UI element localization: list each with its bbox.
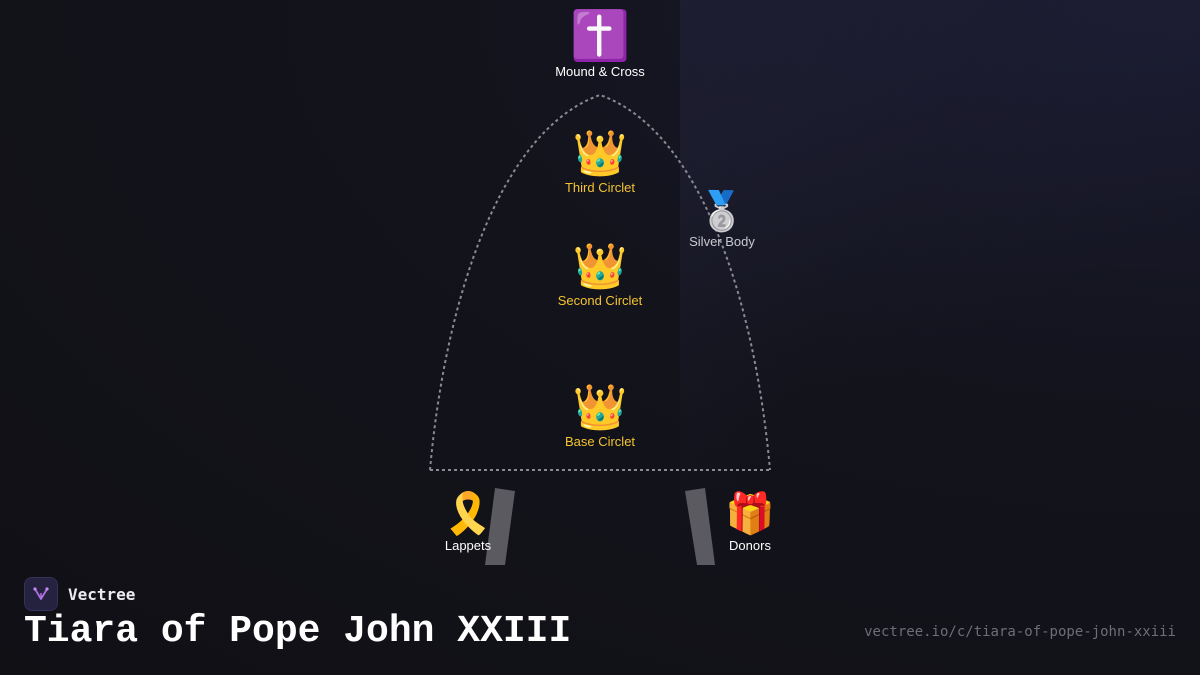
gift-icon: 🎁	[725, 491, 775, 537]
ribbon-icon: 🎗️	[443, 491, 493, 537]
crown-icon: 👑	[572, 382, 628, 433]
node-base-circlet: 👑 Base Circlet	[564, 382, 636, 450]
left-lappet-band	[485, 488, 515, 565]
crown-icon: 👑	[572, 241, 628, 292]
latin-cross-icon: ✝️	[570, 8, 630, 64]
node-mound-cross: ✝️ Mound & Cross	[555, 12, 645, 79]
right-lappet-band	[685, 488, 715, 565]
page-url: vectree.io/c/tiara-of-pope-john-xxiii	[864, 624, 1176, 640]
node-label: Mound & Cross	[555, 64, 645, 79]
node-label: Lappets	[444, 538, 492, 553]
brand-name: Vectree	[68, 584, 136, 604]
node-label: Second Circlet	[557, 293, 643, 308]
node-label: Third Circlet	[564, 180, 636, 195]
node-donors: 🎁 Donors	[725, 494, 775, 553]
second-place-medal-icon: 🥈	[698, 189, 746, 233]
node-label: Donors	[729, 538, 771, 553]
vectree-logo-icon	[24, 577, 58, 611]
node-label: Base Circlet	[564, 434, 636, 449]
page-title: Tiara of Pope John XXIII	[24, 610, 572, 653]
node-label: Silver Body	[689, 234, 755, 249]
crown-icon: 👑	[572, 128, 628, 179]
node-silver-body: 🥈 Silver Body	[689, 192, 755, 249]
node-second-circlet: 👑 Second Circlet	[557, 241, 643, 309]
node-third-circlet: 👑 Third Circlet	[564, 128, 636, 196]
node-lappets: 🎗️ Lappets	[443, 494, 493, 553]
brand: Vectree	[24, 577, 135, 611]
